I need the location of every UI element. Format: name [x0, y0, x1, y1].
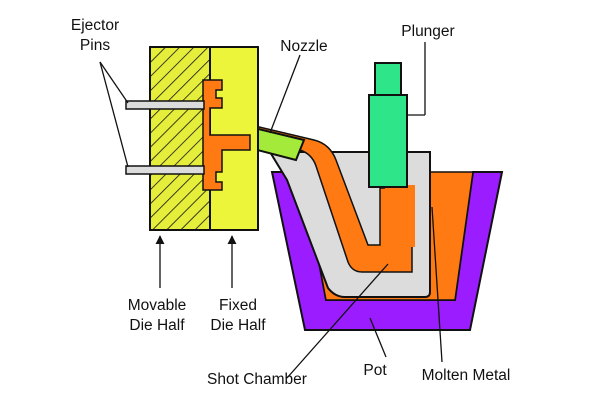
shot-chamber-well	[385, 185, 415, 247]
ejector-pin-upper	[125, 100, 205, 110]
plunger-rod	[374, 62, 402, 98]
label-ejector-pins-line1: Ejector	[70, 17, 120, 34]
label-nozzle: Nozzle	[280, 38, 328, 55]
label-fixed-line2: Die Half	[210, 317, 266, 334]
label-ejector-pins-line2: Pins	[79, 37, 111, 54]
metal-channel	[248, 125, 413, 273]
label-shot-chamber: Shot Chamber	[207, 371, 307, 388]
leader-pot	[369, 317, 387, 358]
label-movable-line1: Movable	[127, 297, 187, 314]
leader-shot-chamber	[286, 263, 389, 379]
leader-ejector-lower	[99, 61, 129, 168]
label-ejector-pins: Ejector Pins	[60, 16, 130, 56]
movable-die-hatch	[150, 47, 210, 230]
label-plunger: Plunger	[401, 23, 455, 40]
label-fixed-die-half: Fixed Die Half	[198, 296, 278, 336]
leader-ejector-upper	[99, 61, 129, 104]
plunger-body	[368, 94, 408, 188]
label-movable-line2: Die Half	[129, 317, 185, 334]
label-molten-metal: Molten Metal	[421, 367, 511, 384]
leader-nozzle	[269, 54, 301, 134]
leader-molten-metal	[431, 206, 443, 363]
label-movable-die-half: Movable Die Half	[112, 296, 202, 336]
die-cavity-casting	[202, 79, 251, 191]
label-pot: Pot	[363, 362, 387, 379]
ejector-pin-lower	[125, 165, 205, 175]
label-fixed-line1: Fixed	[219, 297, 257, 314]
